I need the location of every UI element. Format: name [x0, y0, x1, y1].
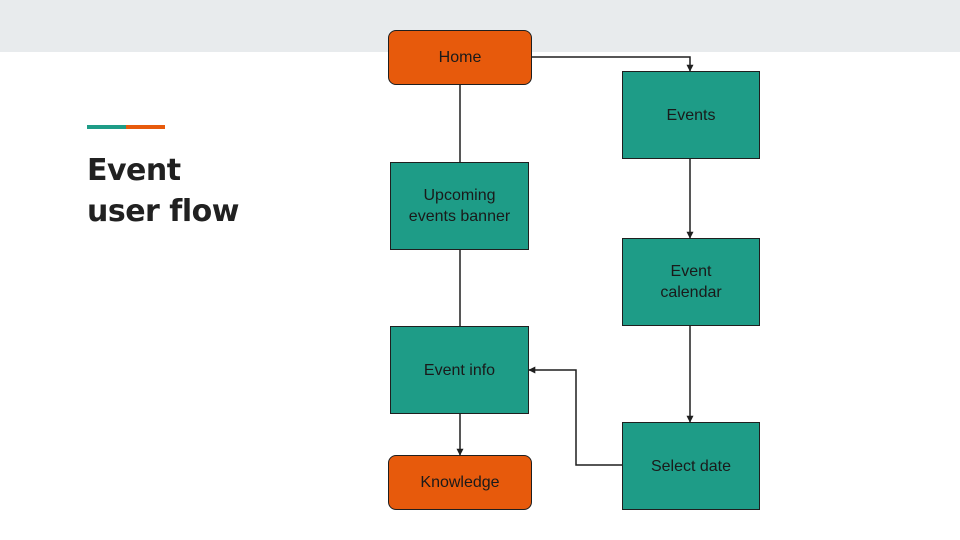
node-event-calendar-label: Event calendar [660, 263, 722, 301]
node-upcoming-events-banner-label: Upcoming events banner [408, 187, 511, 225]
connector-home-to-events [532, 56, 694, 72]
node-upcoming-events-banner: Upcoming events banner [390, 162, 529, 250]
node-event-info-label: Event info [423, 361, 496, 379]
accent-segment-teal [87, 125, 126, 129]
title-line-1: Event [87, 153, 181, 188]
node-select-date-label: Select date [650, 457, 732, 475]
node-knowledge-label: Knowledge [420, 474, 500, 491]
connector-select-date-to-event-info [528, 366, 622, 466]
node-home: Home [388, 30, 532, 85]
node-select-date: Select date [622, 422, 760, 510]
node-events-label: Events [666, 106, 716, 124]
node-knowledge: Knowledge [388, 455, 532, 510]
title-line-2: user flow [87, 194, 239, 229]
slide-title: Event user flow [87, 150, 239, 232]
node-events: Events [622, 71, 760, 159]
node-event-info: Event info [390, 326, 529, 414]
accent-segment-orange [126, 125, 165, 129]
title-accent-bar [87, 125, 165, 129]
node-home-label: Home [438, 49, 482, 66]
node-event-calendar: Event calendar [622, 238, 760, 326]
